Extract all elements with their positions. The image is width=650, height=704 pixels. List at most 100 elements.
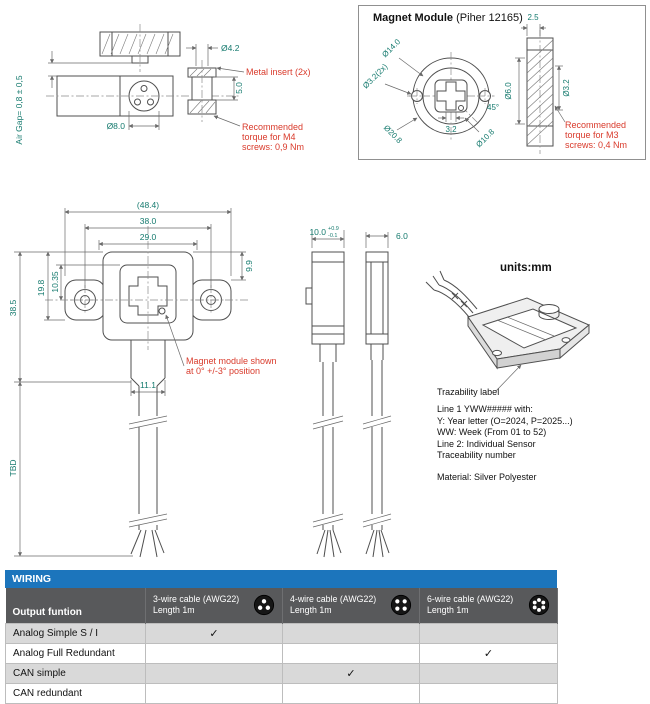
torque-note-line: Recommended — [242, 122, 303, 132]
col-header-output-function: Output funtion — [5, 588, 146, 623]
dim-60-label: 6.0 — [396, 231, 408, 241]
dim-insert-hole: Ø4.2 — [186, 43, 240, 66]
traceability-notes: Line 1 YWW##### with: Y: Year letter (O=… — [437, 404, 632, 483]
hatch — [526, 39, 554, 146]
table-row-analog-simple: Analog Simple S / I ✓ — [5, 622, 558, 644]
magnet-position-callout: Magnet module shown at 0° +/-3° position — [165, 314, 277, 376]
sensor-front-view — [45, 226, 250, 350]
rear-width-dimension: 6.0 — [365, 231, 408, 248]
magnet-module-title-rest: (Piher 12165) — [456, 12, 523, 24]
magnet-front-view — [407, 52, 495, 140]
front-view-dimension-right: 9.9 — [193, 251, 254, 281]
sensor-profile-view — [305, 251, 345, 558]
col-header-name: 3-wire cable (AWG22) — [153, 594, 240, 605]
col-header-3wire: 3-wire cable (AWG22) Length 1m — [145, 588, 283, 623]
dim-99-label: 9.9 — [244, 260, 254, 272]
magnet-module-panel: Magnet Module (Piher 12165) — [358, 5, 646, 160]
dim-d32-2x-label: Ø3.2(2x) — [361, 62, 390, 91]
magnet-holder-part — [99, 24, 181, 72]
row-label: CAN simple — [5, 662, 146, 684]
metal-insert-label: Metal insert (2x) — [246, 67, 311, 77]
dim-1035-label: 10.35 — [50, 271, 60, 293]
dim-d42-label: Ø4.2 — [221, 43, 240, 53]
front-view-dimensions-left: 19.8 10.35 38.5 TBD — [8, 251, 133, 557]
dim-45deg-label: 45° — [487, 103, 499, 112]
front-view-cable: 11.1 — [128, 340, 168, 558]
traceability-callout: Trazability label — [437, 364, 522, 397]
magnet-note-line: Magnet module shown — [186, 356, 277, 366]
wiring-table-title: WIRING — [5, 570, 557, 588]
dim-insert-length: 5.0 — [214, 76, 244, 101]
check-cell — [145, 642, 283, 664]
col-header-6wire: 6-wire cable (AWG22) Length 1m — [419, 588, 558, 623]
connector-6pin-icon — [528, 595, 550, 616]
hatch — [101, 33, 174, 55]
note-line: Traceability number — [437, 450, 516, 460]
row-label: Analog Simple S / I — [5, 622, 146, 644]
col-header-length: Length 1m — [153, 605, 195, 616]
check-cell — [282, 682, 420, 704]
magnet-module-title: Magnet Module (Piher 12165) — [373, 12, 523, 24]
torque-note-line: torque for M4 — [242, 132, 296, 142]
metal-insert-callout: Metal insert (2x) — [216, 66, 311, 77]
dim-d14-label: Ø14.0 — [380, 37, 402, 59]
torque-note-m4: Recommended torque for M4 screws: 0,9 Nm — [213, 115, 304, 152]
row-label: CAN redundant — [5, 682, 146, 704]
dim-198-label: 19.8 — [36, 279, 46, 296]
check-cell — [145, 682, 283, 704]
check-cell: ✓ — [145, 622, 283, 644]
connector-3pin-icon — [253, 595, 275, 616]
check-cell — [419, 622, 558, 644]
magnet-side-view — [526, 30, 554, 154]
table-row-can-simple: CAN simple ✓ — [5, 662, 558, 684]
note-line: WW: Week (From 01 to 52) — [437, 427, 547, 437]
dim-100-tol-minus: -0.1 — [328, 233, 337, 239]
dim-32-label: 3.2 — [445, 125, 457, 134]
check-cell — [145, 662, 283, 684]
torque-note-m3: Recommended torque for M3 screws: 0,4 Nm — [554, 105, 627, 150]
metal-insert-part — [187, 60, 217, 122]
check-cell — [282, 642, 420, 664]
dim-d32-side-label: Ø3.2 — [562, 79, 571, 97]
row-label: Analog Full Redundant — [5, 642, 146, 664]
front-view-dimensions-top: (48.4) 38.0 29.0 — [64, 200, 232, 288]
iso-view-drawing — [425, 270, 590, 370]
check-cell — [419, 682, 558, 704]
col-header-name: 6-wire cable (AWG22) — [427, 594, 514, 605]
note-line: Line 2: Individual Sensor — [437, 438, 536, 449]
note-line: Line 1 YWW##### with: — [437, 404, 533, 414]
sensor-rear-profile-view — [362, 251, 392, 558]
dim-111-label: 11.1 — [140, 380, 156, 390]
col-header-name: 4-wire cable (AWG22) — [290, 594, 377, 605]
check-cell: ✓ — [419, 642, 558, 664]
dim-385-label: 38.5 — [8, 299, 18, 316]
check-cell — [282, 622, 420, 644]
dim-290-label: 29.0 — [140, 232, 157, 242]
col-header-4wire: 4-wire cable (AWG22) Length 1m — [282, 588, 420, 623]
torque-note-line: screws: 0,4 Nm — [565, 140, 627, 150]
dim-50-label: 5.0 — [234, 82, 244, 94]
sensor-side-view-drawing: Air Gap= 0,8 ± 0,5 — [14, 24, 311, 152]
material-note: Material: Silver Polyester — [437, 471, 537, 482]
profile-depth-dimension: 10.0 +0.9 -0.1 — [309, 226, 345, 248]
dim-25-label: 2.5 — [527, 13, 539, 22]
dim-tbd-label: TBD — [8, 460, 18, 477]
air-gap-dim-label: Air Gap= 0,8 ± 0,5 — [14, 75, 24, 144]
check-cell: ✓ — [282, 662, 420, 684]
traceability-label-text: Trazability label — [437, 387, 499, 397]
connector-4pin-icon — [390, 595, 412, 616]
wiring-header-row: Output funtion 3-wire cable (AWG22) Leng… — [5, 588, 558, 623]
torque-note-line: screws: 0,9 Nm — [242, 142, 304, 152]
torque-note-line: torque for M3 — [565, 130, 619, 140]
sensor-main-views-drawing: (48.4) 38.0 29.0 19.8 10.35 38.5 TBD — [8, 200, 590, 558]
torque-note-line: Recommended — [565, 120, 626, 130]
magnet-module-title-bold: Magnet Module — [373, 12, 454, 24]
units-label: units:mm — [500, 262, 552, 274]
check-cell — [419, 662, 558, 684]
wiring-table: WIRING Output funtion 3-wire cable (AWG2… — [5, 570, 558, 704]
table-row-can-redundant: CAN redundant — [5, 682, 558, 704]
dim-d80-label: Ø8.0 — [107, 121, 126, 131]
magnet-note-line: at 0° +/-3° position — [186, 366, 260, 376]
magnet-module-drawing: Ø14.0 Ø3.2(2x) Ø20.8 Ø10.8 3.2 45° — [361, 13, 627, 154]
